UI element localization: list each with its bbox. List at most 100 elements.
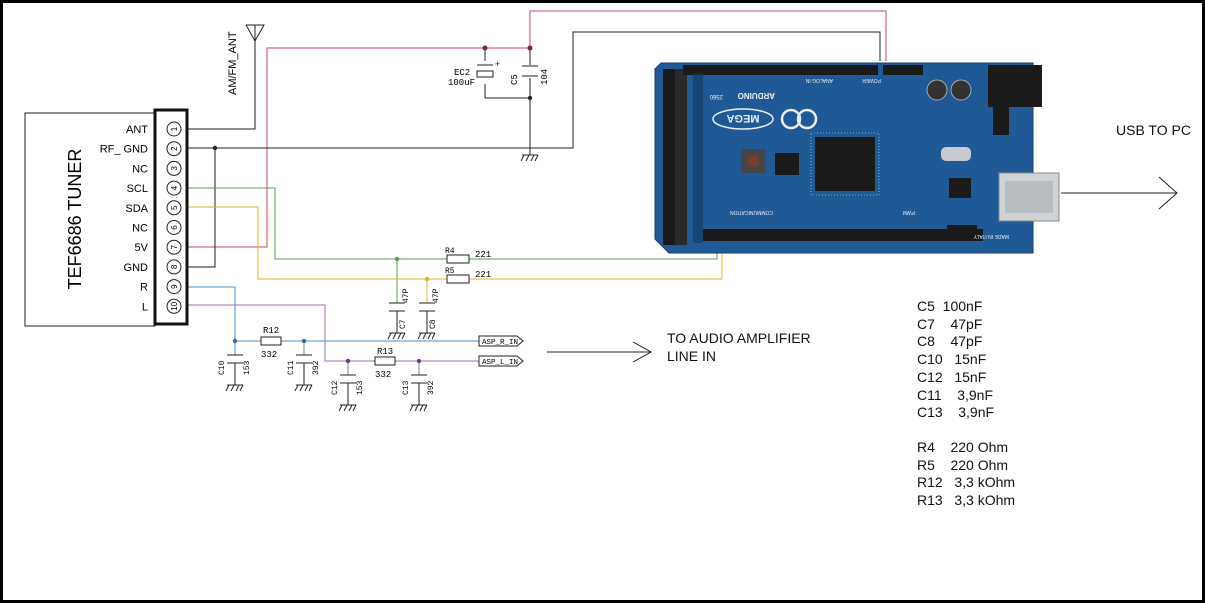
junction-dots (212, 45, 533, 364)
header-power-label: POWER (862, 77, 881, 83)
r13-ref: R13 (377, 347, 393, 357)
c11-ref: C11 (287, 360, 296, 375)
pin-circle (166, 121, 182, 137)
net-label-asp-r: ASP_R_IN (478, 335, 524, 347)
wire-gnd-black (185, 31, 881, 268)
parts-list-item: R4 220 Ohm (917, 438, 1009, 455)
parts-list-item: C7 47pF (917, 315, 983, 332)
r12-ref: R12 (263, 326, 279, 336)
c10-value: 153 (243, 360, 252, 375)
pin-label: RF_ GND (100, 144, 148, 156)
parts-list-item: R5 220 Ohm (917, 456, 1009, 473)
pin-number: 10 (170, 301, 179, 310)
r13-resistor (374, 356, 396, 366)
c10-ref: C10 (218, 360, 227, 375)
tuner-title: TEF6686 TUNER (65, 149, 85, 290)
r4-value: 221 (475, 250, 491, 260)
ec2-value: 100uF (448, 78, 475, 88)
pin-number: 1 (170, 126, 179, 131)
pin-circle (166, 220, 182, 235)
c7-value: 47P (402, 288, 411, 303)
pin-number: 6 (170, 225, 179, 230)
arduino-mega-board (654, 62, 1060, 254)
c10-capacitor (225, 354, 244, 392)
pin-number: 2 (170, 146, 179, 151)
parts-list-item: C8 47pF (917, 333, 983, 350)
pin-number: 8 (170, 264, 179, 269)
c11-capacitor (294, 354, 313, 392)
audio-note-line1: TO AUDIO AMPLIFIER (667, 330, 811, 346)
arduino-model: MEGA (726, 112, 759, 124)
header-pwm-label: PWM (903, 209, 915, 215)
pin-number: 4 (170, 185, 179, 190)
ec2-ref: EC2 (454, 68, 470, 78)
r4-resistor (446, 254, 470, 264)
wire-r-blue (185, 286, 479, 355)
c8-value: 47P (432, 288, 441, 303)
audio-arrow-icon (547, 341, 653, 363)
r12-value: 332 (261, 350, 277, 360)
pin-circle (166, 298, 182, 314)
side-header (663, 69, 675, 245)
tuner-body (24, 112, 156, 327)
parts-list-item: R13 3,3 kOhm (917, 492, 1016, 509)
c13-capacitor (409, 374, 428, 412)
ec2-capacitor: + (476, 59, 500, 78)
c5-value: 104 (540, 69, 550, 85)
parts-list-gap (917, 422, 1015, 439)
wire-ant (185, 41, 256, 130)
pin-label: L (142, 301, 148, 313)
wire-sda-yellow (185, 206, 723, 303)
pin-circle (166, 141, 182, 157)
pin-label: NC (132, 223, 148, 235)
c5-ref: C5 (510, 74, 520, 85)
c11-value: 392 (312, 360, 321, 375)
pin-label: NC (132, 163, 148, 175)
parts-list-item: C11 3,9nF (917, 386, 994, 403)
c8-capacitor (417, 302, 436, 340)
r5-value: 221 (475, 270, 491, 280)
c12-value: 153 (356, 380, 365, 395)
c13-ref: C13 (402, 380, 411, 395)
usb-arrow-icon (1061, 176, 1178, 210)
pin-circle (166, 279, 182, 295)
pin-number: 9 (170, 284, 179, 289)
c5-capacitor (522, 65, 538, 77)
c12-capacitor (338, 374, 357, 412)
parts-list-item: C10 15nF (917, 351, 987, 368)
pin-circle (166, 239, 182, 255)
bottom-header (703, 229, 983, 241)
antenna-label: AM/FM_ANT (227, 31, 239, 95)
net-label-asp-l: ASP_L_IN (478, 355, 524, 367)
parts-list-item: R12 3,3 kOhm (917, 474, 1016, 491)
r13-value: 332 (375, 370, 391, 380)
pin-circle (166, 180, 182, 196)
antenna-icon (245, 24, 265, 43)
r12-resistor (260, 336, 282, 346)
c7-capacitor (387, 302, 406, 340)
pin-label: GND (124, 262, 149, 274)
c8-ref: C8 (429, 319, 438, 329)
parts-list-item: C12 15nF (917, 368, 987, 385)
audio-note-line2: LINE IN (667, 348, 717, 364)
made-in-label: MADE IN ITALY (973, 233, 1009, 239)
ground-symbol (520, 154, 539, 162)
pin-circle (166, 259, 182, 275)
usb-note: USB TO PC (1116, 122, 1191, 138)
r5-resistor (446, 274, 470, 284)
arduino-brand: ARDUINO (738, 91, 775, 100)
c12-ref: C12 (331, 380, 340, 395)
svg-text:ASP_L_IN: ASP_L_IN (482, 359, 518, 367)
svg-text:ASP_R_IN: ASP_R_IN (482, 339, 518, 347)
wire-5v-red (185, 10, 887, 248)
header-comm-label: COMMUNICATION (730, 209, 773, 215)
top-header (683, 65, 878, 75)
arduino-chip-label: 2560 (709, 93, 723, 99)
pin-number: 7 (170, 244, 179, 249)
parts-list-item: C5 100nF (917, 298, 983, 314)
